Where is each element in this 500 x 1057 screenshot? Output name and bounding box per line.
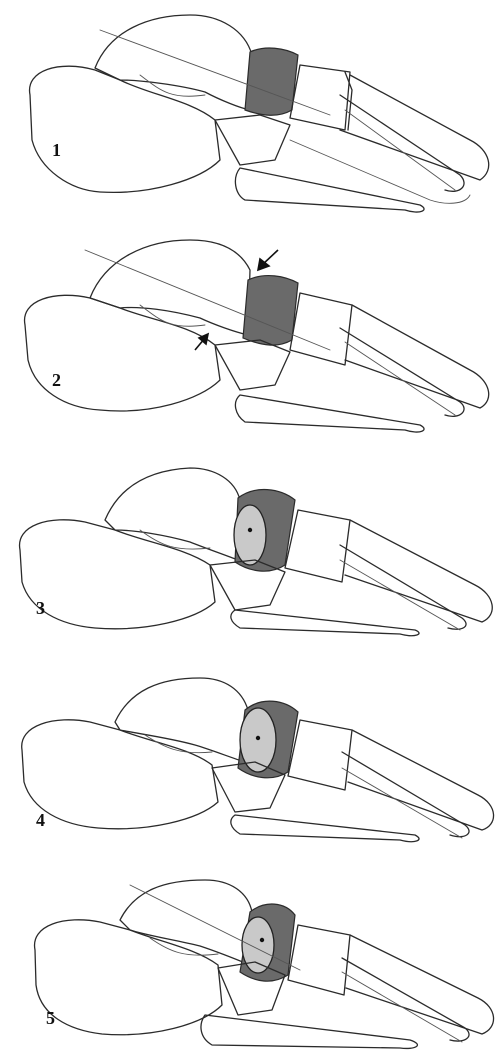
- panel-number-label: 4: [36, 810, 45, 831]
- foot-diagram-panel-5: 5: [0, 840, 500, 1050]
- panel-number-label: 5: [46, 1008, 55, 1029]
- foot-diagram-panel-4: 4: [0, 630, 500, 840]
- foot-skeleton-drawing: [0, 630, 500, 840]
- panel-number-label: 2: [52, 370, 61, 391]
- foot-diagram-panel-1: 1: [0, 0, 500, 210]
- foot-diagram-panel-3: 3: [0, 420, 500, 630]
- foot-skeleton-drawing: [0, 0, 500, 210]
- foot-skeleton-drawing: [0, 210, 500, 420]
- panel-number-label: 3: [36, 598, 45, 619]
- foot-skeleton-drawing: [0, 840, 500, 1050]
- panel-number-label: 1: [52, 140, 61, 161]
- foot-skeleton-drawing: [0, 420, 500, 630]
- foot-diagram-panel-2: 2: [0, 210, 500, 420]
